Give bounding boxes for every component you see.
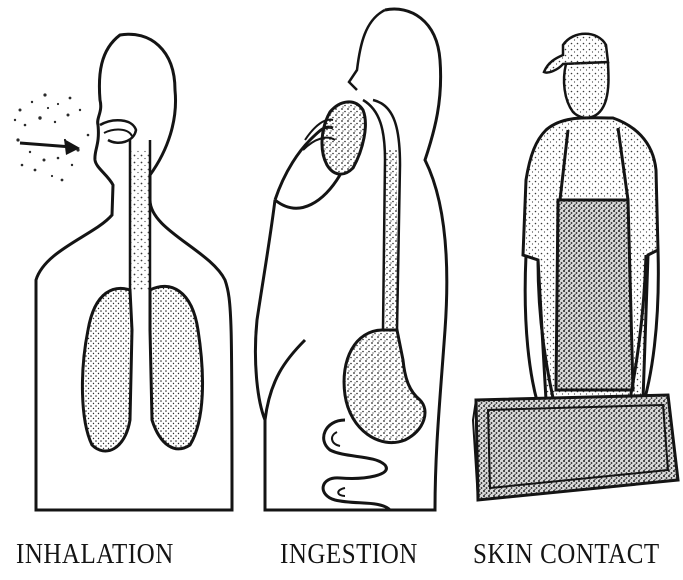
ingestion-caption: INGESTION [280, 539, 418, 571]
skin-contact-caption: SKIN CONTACT [473, 539, 660, 571]
work-tray [476, 395, 678, 500]
inhalation-caption: INHALATION [16, 539, 174, 571]
inhalation-illustration [0, 0, 240, 530]
inhalation-figure [0, 0, 240, 530]
particle-cloud [14, 93, 89, 181]
skin-contact-illustration [468, 0, 683, 530]
skin-contact-figure [468, 0, 683, 530]
raised-arm [265, 127, 340, 420]
ingestion-figure [245, 0, 465, 530]
left-lung [82, 288, 132, 451]
right-lung [150, 286, 203, 448]
worker-apron [556, 200, 633, 390]
stomach [344, 330, 425, 443]
worker-head [564, 62, 608, 118]
ingestion-illustration [245, 0, 465, 530]
